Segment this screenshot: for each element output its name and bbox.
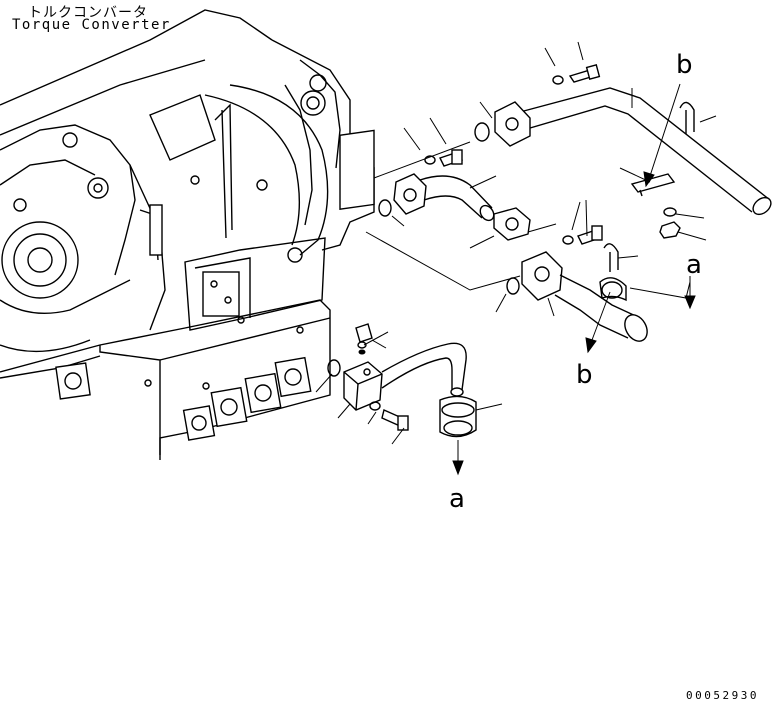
torque-converter-housing — [0, 9, 375, 460]
reference-label-a-lower: a — [449, 484, 465, 514]
pan-flanges — [182, 356, 312, 441]
title-english: Torque Converter — [12, 17, 171, 33]
middle-hose-assembly — [378, 149, 603, 245]
document-number: 00052930 — [686, 689, 759, 702]
reference-arrows — [452, 83, 696, 476]
lower-block-assembly — [327, 323, 477, 438]
upper-pipe-assembly — [474, 64, 772, 239]
lower-right-fitting — [506, 243, 648, 342]
reference-label-b-lower: b — [576, 360, 593, 390]
leader-lines — [315, 41, 717, 445]
reference-label-b-upper: b — [676, 50, 693, 80]
title-japanese: トルクコンバータ — [28, 5, 148, 21]
reference-label-a-right: a — [686, 250, 702, 280]
